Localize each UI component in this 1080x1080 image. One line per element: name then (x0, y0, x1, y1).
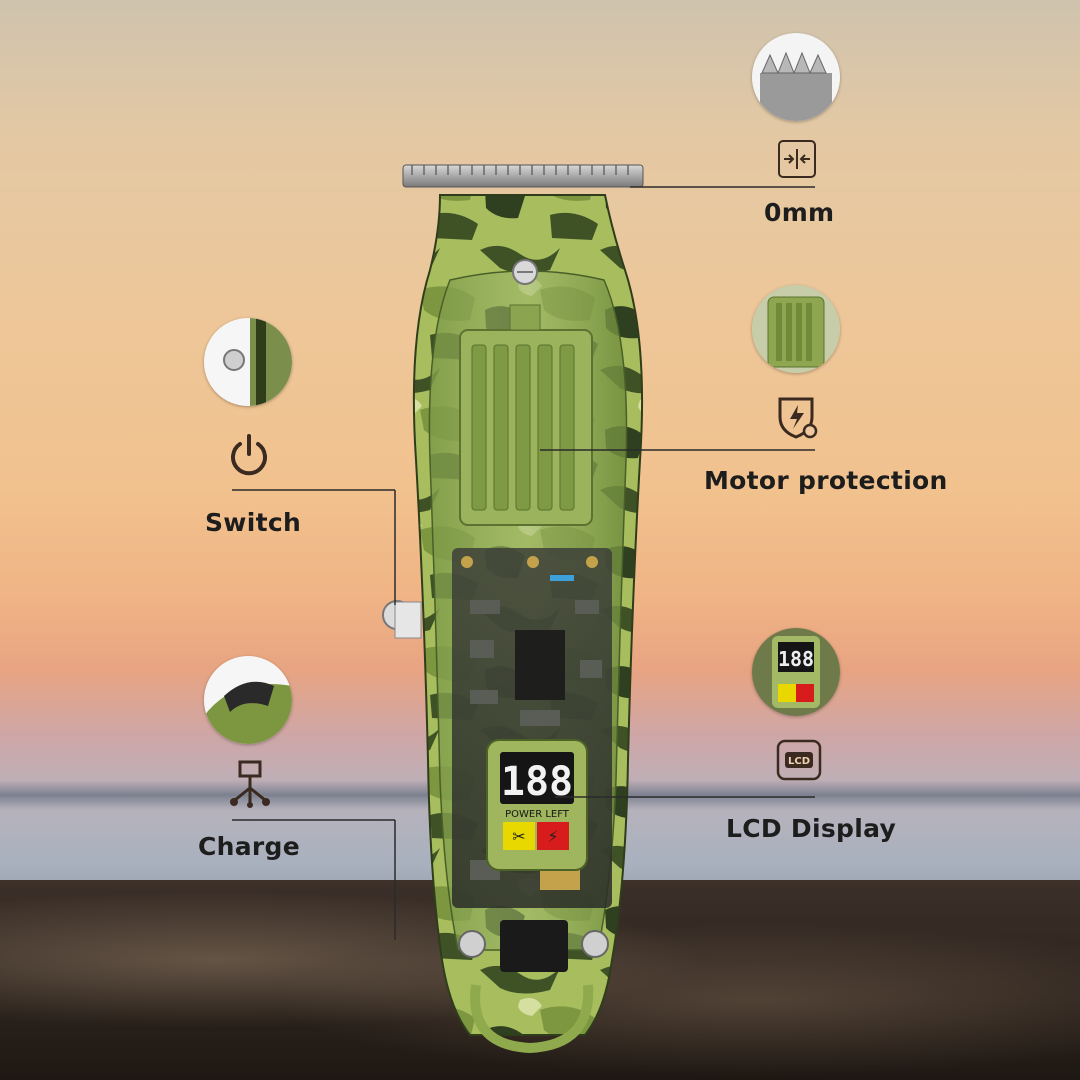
charging-port (500, 920, 568, 972)
svg-text:188: 188 (778, 647, 814, 671)
lcd-icon: LCD (776, 739, 822, 785)
label-switch: Switch (205, 508, 302, 537)
lcd-yellow-indicator (503, 822, 535, 850)
label-0mm: 0mm (764, 198, 835, 227)
lcd-icon-text: LCD (788, 756, 810, 767)
lcd-caption: POWER LEFT (505, 809, 570, 820)
lcd-closeup-thumbnail: 188 (752, 628, 840, 716)
power-icon (226, 432, 272, 482)
charge-closeup-thumbnail (204, 656, 292, 744)
svg-text:✂: ✂ (512, 827, 525, 846)
svg-text:⚡: ⚡ (547, 827, 558, 846)
label-motor-protection: Motor protection (704, 466, 948, 495)
label-charge: Charge (198, 832, 300, 861)
switch-closeup-thumbnail (204, 318, 292, 406)
trimmer-blade (402, 164, 644, 188)
lcd-digits: 188 (501, 759, 573, 805)
motor-closeup-thumbnail (752, 285, 840, 373)
lcd-red-indicator (537, 822, 569, 850)
compress-arrows-icon (778, 140, 816, 182)
label-lcd-display: LCD Display (726, 814, 897, 843)
usb-charge-icon (227, 760, 273, 812)
blade-closeup-thumbnail (752, 33, 840, 121)
shield-bolt-icon (776, 395, 818, 443)
